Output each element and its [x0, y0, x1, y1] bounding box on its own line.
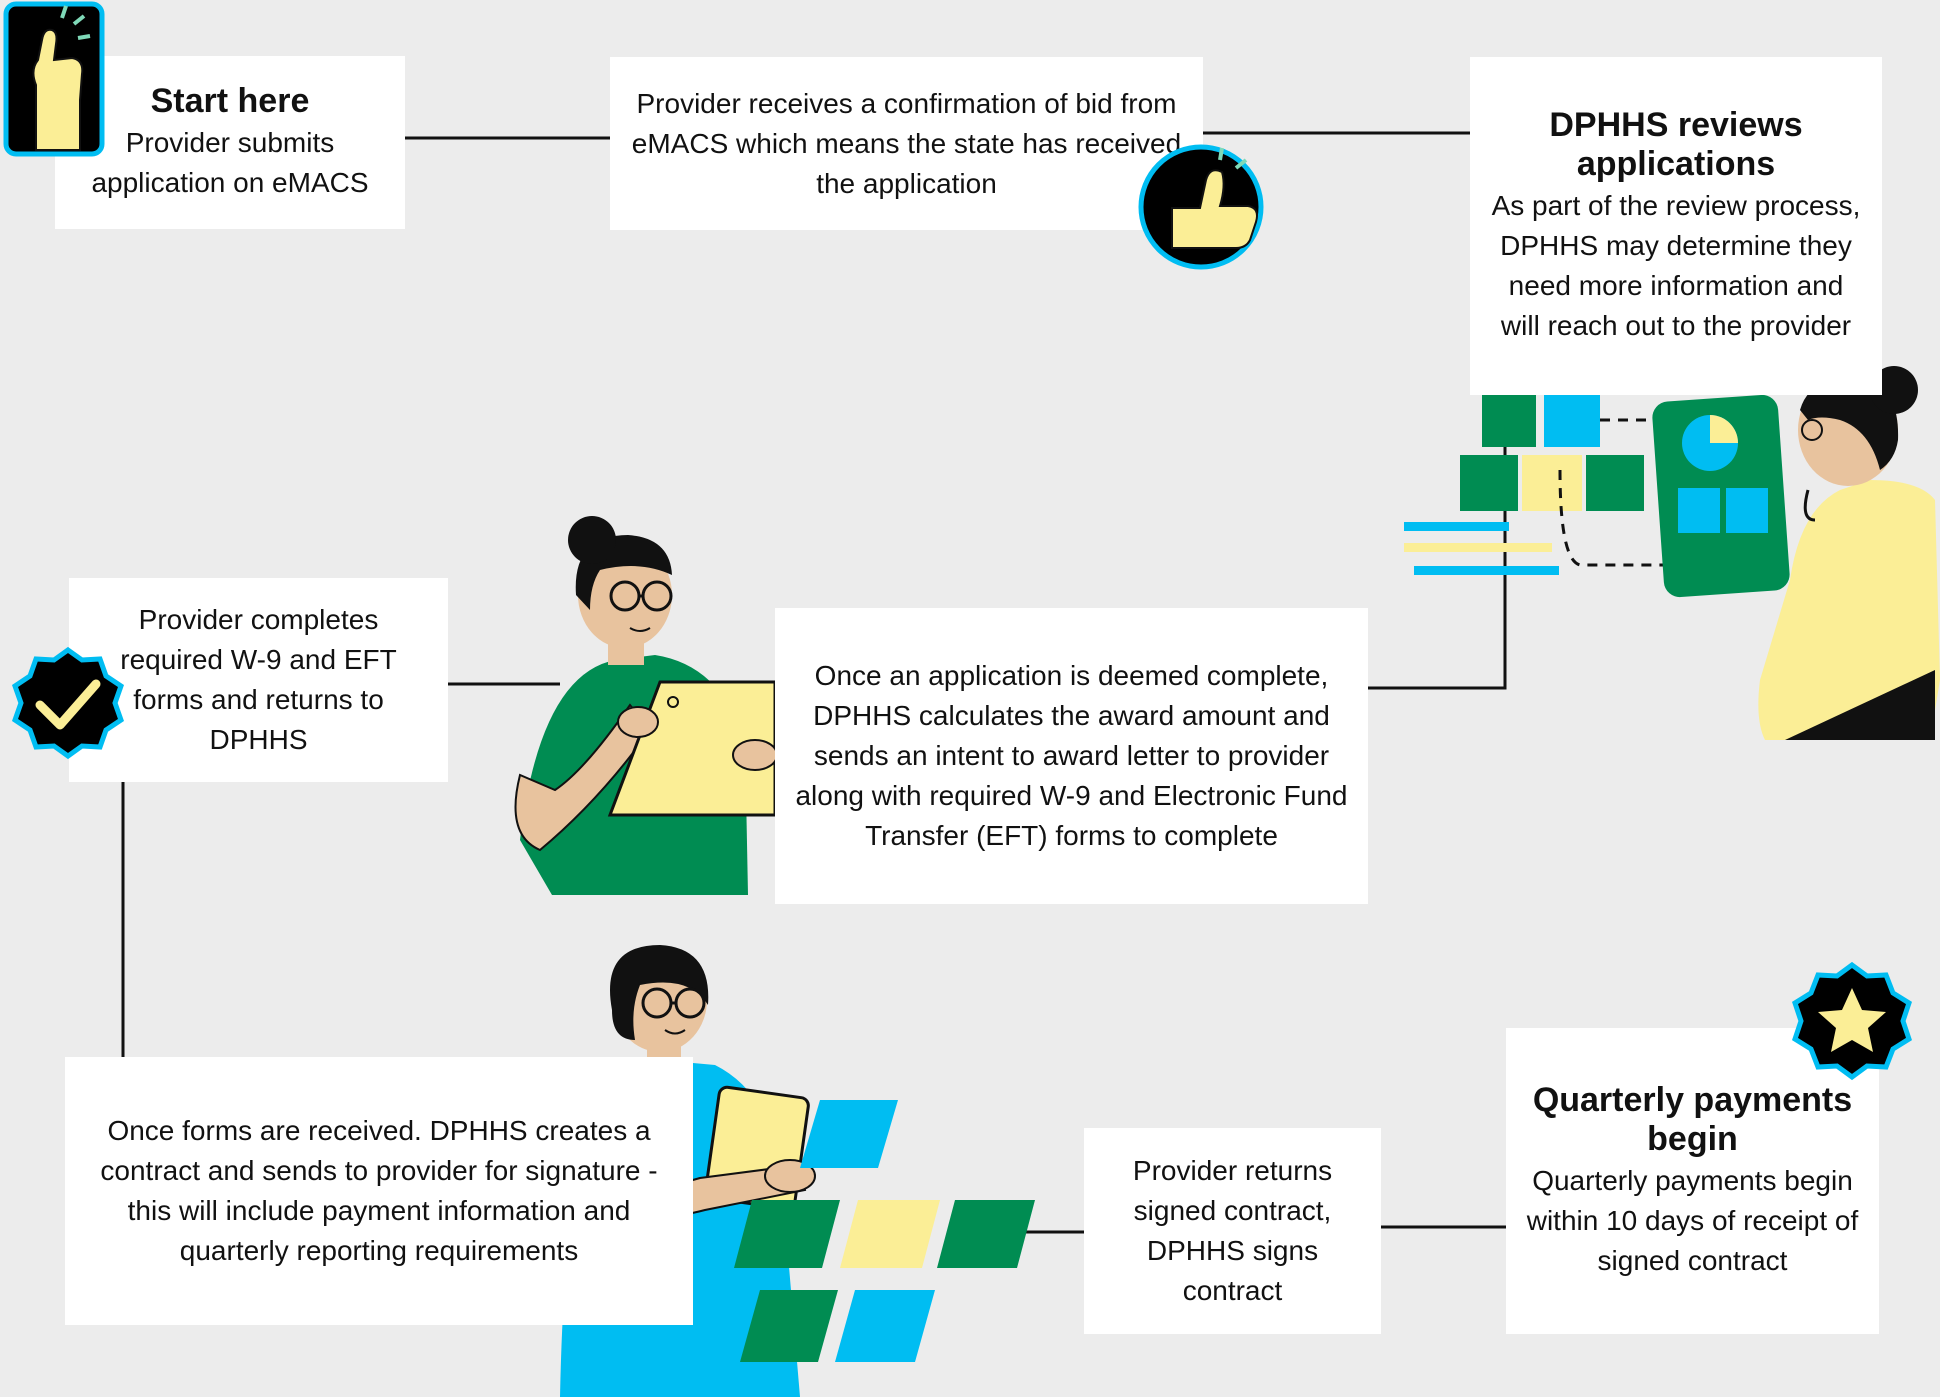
pointing-hand-icon: [3, 1, 105, 157]
checkmark-badge-icon: [11, 646, 125, 760]
step-dphhs-reviews: DPHHS reviews applications As part of th…: [1470, 57, 1882, 395]
step-1-title: Start here: [150, 82, 310, 120]
step-5-text: Provider completes required W-9 and EFT …: [120, 604, 397, 755]
step-contract-signed: Provider returns signed contract, DPHHS …: [1084, 1128, 1381, 1334]
step-8-title: Quarterly payments begin: [1532, 1081, 1853, 1158]
step-4-text: Once an application is deemed complete, …: [795, 660, 1348, 851]
step-start-here: Start here Provider submits application …: [55, 56, 405, 229]
step-contract-created: Once forms are received. DPHHS creates a…: [65, 1057, 693, 1325]
step-1-text: Provider submits application on eMACS: [91, 127, 369, 198]
step-8-text: Quarterly payments begin within 10 days …: [1526, 1165, 1859, 1276]
thumbs-up-icon: [1138, 144, 1264, 270]
step-3-title: DPHHS reviews applications: [1549, 106, 1803, 183]
star-badge-icon: [1792, 961, 1912, 1081]
step-confirmation: Provider receives a confirmation of bid …: [610, 57, 1203, 230]
step-forms-completed: Provider completes required W-9 and EFT …: [69, 578, 448, 782]
step-6-text: Once forms are received. DPHHS creates a…: [100, 1115, 658, 1266]
step-7-text: Provider returns signed contract, DPHHS …: [1132, 1155, 1333, 1306]
step-3-text: As part of the review process, DPHHS may…: [1491, 190, 1861, 341]
step-award-calculation: Once an application is deemed complete, …: [775, 608, 1368, 904]
step-2-text: Provider receives a confirmation of bid …: [631, 87, 1182, 199]
step-payments-begin: Quarterly payments begin Quarterly payme…: [1506, 1028, 1879, 1334]
